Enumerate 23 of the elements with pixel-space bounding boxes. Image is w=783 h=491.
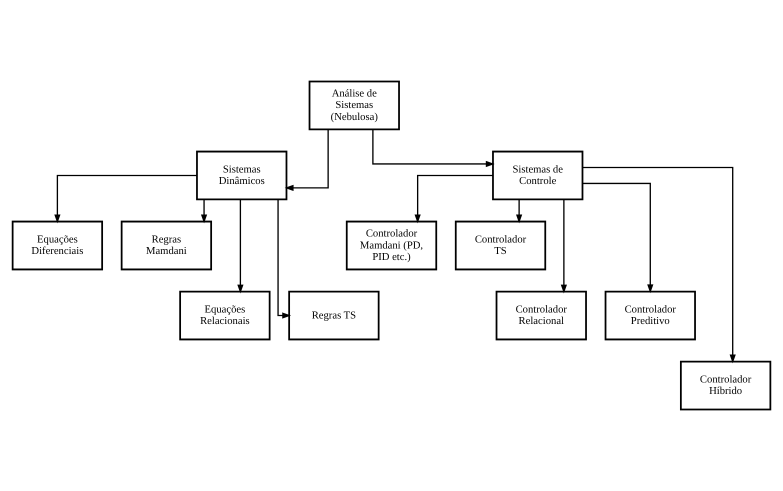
node-box: Controlador Relacional bbox=[496, 290, 587, 340]
node-box: Equações Relacionais bbox=[179, 290, 271, 340]
arrow bbox=[560, 200, 567, 294]
node-box: Regras TS bbox=[288, 290, 380, 340]
node-box: Equações Diferenciais bbox=[12, 220, 104, 270]
arrow bbox=[516, 200, 522, 224]
node-box: Análise de Sistemas (Nebulosa) bbox=[308, 80, 400, 130]
arrow bbox=[200, 200, 208, 224]
arrow bbox=[284, 130, 329, 191]
node-box: Regras Mamdani bbox=[120, 220, 212, 270]
arrow bbox=[277, 200, 292, 319]
node-box: Controlador Preditivo bbox=[604, 290, 696, 340]
arrow bbox=[414, 174, 493, 224]
node-box: Controlador Híbrido bbox=[680, 360, 772, 410]
node-box: Controlador Mamdani (PD, PID etc.) bbox=[346, 220, 438, 270]
node-box: Sistemas de Controle bbox=[492, 150, 584, 200]
arrow bbox=[582, 182, 654, 294]
node-box: Controlador TS bbox=[454, 220, 546, 270]
arrow bbox=[582, 166, 736, 364]
arrow bbox=[372, 130, 495, 168]
arrow bbox=[237, 200, 244, 294]
node-box: Sistemas Dinâmicos bbox=[196, 150, 288, 200]
arrow bbox=[54, 174, 197, 224]
